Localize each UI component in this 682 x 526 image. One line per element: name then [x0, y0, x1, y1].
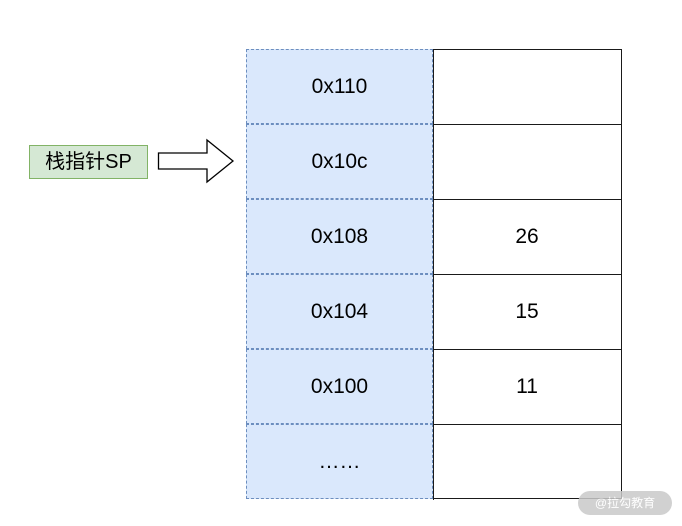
value-cell: 26 — [433, 199, 622, 274]
value-cell — [433, 124, 622, 199]
memory-row: 0x108 26 — [246, 199, 622, 274]
stack-pointer-label: 栈指针SP — [29, 145, 148, 179]
address-cell: 0x10c — [246, 124, 433, 199]
value-cell — [433, 49, 622, 124]
value-cell — [433, 424, 622, 499]
memory-row: 0x110 — [246, 49, 622, 124]
address-cell: 0x104 — [246, 274, 433, 349]
memory-row: …… — [246, 424, 622, 499]
address-cell: …… — [246, 424, 433, 499]
memory-row: 0x104 15 — [246, 274, 622, 349]
memory-stack-table: 0x110 0x10c 0x108 26 0x104 15 0x100 11 …… — [246, 49, 622, 499]
address-cell: 0x110 — [246, 49, 433, 124]
value-cell: 15 — [433, 274, 622, 349]
memory-row: 0x100 11 — [246, 349, 622, 424]
memory-row: 0x10c — [246, 124, 622, 199]
address-cell: 0x108 — [246, 199, 433, 274]
address-cell: 0x100 — [246, 349, 433, 424]
column-divider — [433, 49, 434, 500]
watermark-badge: @拉勾教育 — [578, 491, 672, 515]
pointer-arrow-icon — [157, 138, 235, 184]
value-cell: 11 — [433, 349, 622, 424]
